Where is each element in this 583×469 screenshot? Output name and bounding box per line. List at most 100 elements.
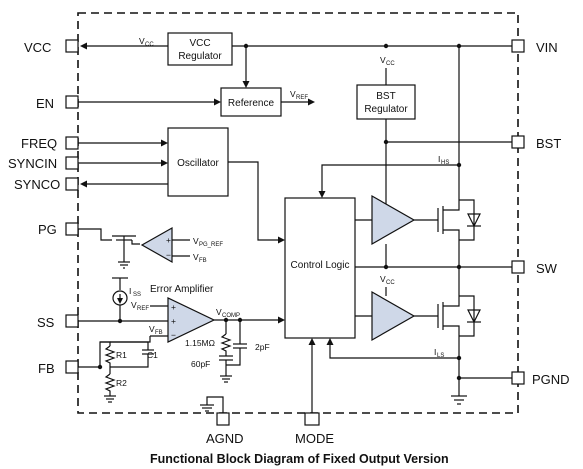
- svg-text:Control Logic: Control Logic: [291, 260, 350, 271]
- vcc-reg-out-label: V CC: [139, 36, 154, 48]
- pin-fb: FB: [38, 360, 79, 376]
- svg-text:Oscillator: Oscillator: [177, 158, 219, 169]
- r2-resistor: [104, 373, 116, 396]
- pin-fb-label: FB: [38, 361, 55, 376]
- svg-text:I: I: [438, 154, 440, 164]
- svg-text:−: −: [166, 250, 171, 260]
- pg-fb-label: V FB: [193, 252, 207, 264]
- svg-text:+: +: [171, 302, 176, 312]
- pin-synco: SYNCO: [14, 177, 79, 192]
- low-side-driver: [371, 290, 416, 342]
- svg-text:V: V: [131, 300, 137, 310]
- vcomp-label: V COMP: [216, 307, 240, 319]
- pin-vin: VIN: [511, 39, 558, 55]
- pg-ref-label: V PG_REF: [193, 236, 223, 248]
- pin-syncin: SYNCIN: [8, 156, 79, 171]
- svg-text:−: −: [171, 330, 176, 340]
- c-comp-label: 60pF: [191, 359, 210, 369]
- svg-text:CC: CC: [386, 61, 395, 67]
- svg-text:V: V: [193, 236, 199, 246]
- high-side-mosfet: [437, 190, 481, 246]
- svg-text:REF: REF: [296, 95, 308, 101]
- svg-text:CC: CC: [386, 280, 395, 286]
- control-logic-block: Control Logic: [284, 197, 356, 339]
- pin-bst-label: BST: [536, 136, 561, 151]
- error-amplifier: [167, 297, 216, 343]
- pin-en: EN: [36, 95, 79, 111]
- svg-text:V: V: [290, 89, 296, 99]
- pin-syncin-label: SYNCIN: [8, 156, 57, 171]
- svg-text:V: V: [380, 55, 386, 65]
- pin-bst: BST: [511, 135, 561, 151]
- error-amplifier-label: Error Amplifier: [150, 284, 214, 295]
- pin-pg-label: PG: [38, 222, 57, 237]
- r-comp-label: 1.15MΩ: [185, 338, 215, 348]
- svg-text:SS: SS: [133, 292, 141, 298]
- pin-mode-label: MODE: [295, 431, 334, 446]
- r1-label: R1: [116, 350, 127, 360]
- svg-text:VCC: VCC: [189, 38, 210, 49]
- bst-regulator-block: BST Regulator: [356, 84, 416, 120]
- svg-text:V: V: [139, 36, 145, 46]
- reference-block: Reference: [220, 87, 282, 117]
- diagram-caption: Functional Block Diagram of Fixed Output…: [150, 452, 449, 466]
- svg-text:V: V: [216, 307, 222, 317]
- comp-resistor: [220, 333, 232, 356]
- pin-ss: SS: [37, 314, 79, 330]
- pin-en-label: EN: [36, 96, 54, 111]
- r2-label: R2: [116, 378, 127, 388]
- pin-agnd-label: AGND: [206, 431, 244, 446]
- pin-mode: MODE: [295, 412, 334, 446]
- pin-sw-label: SW: [536, 261, 558, 276]
- svg-text:Regulator: Regulator: [178, 51, 222, 62]
- pin-agnd: AGND: [206, 412, 244, 446]
- svg-text:FB: FB: [199, 258, 207, 264]
- ils-label: I LS: [434, 347, 444, 359]
- pin-pg: PG: [38, 222, 79, 237]
- pin-pgnd-label: PGND: [532, 372, 570, 387]
- svg-text:I: I: [129, 286, 131, 296]
- ihs-label: I HS: [438, 154, 449, 166]
- vcc-regulator-block: VCC Regulator: [167, 32, 233, 66]
- pgnd-ground-symbol: [451, 395, 467, 405]
- c-hf-label: 2pF: [255, 342, 270, 352]
- svg-text:PG_REF: PG_REF: [199, 242, 223, 248]
- svg-text:BST: BST: [376, 91, 395, 102]
- svg-text:+: +: [171, 316, 176, 326]
- pin-vcc: VCC: [24, 39, 79, 55]
- svg-text:V: V: [193, 252, 199, 262]
- svg-text:REF: REF: [137, 306, 149, 312]
- svg-text:HS: HS: [441, 160, 449, 166]
- svg-text:I: I: [434, 347, 436, 357]
- pin-pgnd: PGND: [511, 371, 570, 387]
- pin-ss-label: SS: [37, 315, 55, 330]
- svg-text:CC: CC: [145, 42, 154, 48]
- pg-comparator: [140, 226, 173, 264]
- svg-text:+: +: [166, 235, 171, 245]
- r1-resistor: [104, 345, 116, 367]
- svg-text:Reference: Reference: [228, 98, 275, 109]
- pg-mosfet: [112, 235, 140, 269]
- oscillator-block: Oscillator: [167, 127, 229, 197]
- svg-text:FB: FB: [155, 330, 163, 336]
- c1-label: C1: [147, 350, 158, 360]
- svg-text:Regulator: Regulator: [364, 104, 408, 115]
- pin-freq-label: FREQ: [21, 136, 57, 151]
- ea-fb-label: V FB: [149, 324, 163, 336]
- iss-label: I SS: [129, 286, 141, 298]
- pin-vcc-label: VCC: [24, 40, 51, 55]
- pin-sw: SW: [511, 260, 558, 276]
- svg-text:V: V: [149, 324, 155, 334]
- svg-text:COMP: COMP: [222, 313, 240, 319]
- svg-text:LS: LS: [437, 353, 444, 359]
- ls-driver-vcc-label: V CC: [380, 274, 395, 286]
- high-side-driver: [371, 194, 416, 246]
- low-side-mosfet: [437, 295, 481, 396]
- pin-freq: FREQ: [21, 136, 79, 151]
- ea-vref-label: V REF: [131, 300, 149, 312]
- pin-vin-label: VIN: [536, 40, 558, 55]
- pin-synco-label: SYNCO: [14, 177, 60, 192]
- bst-reg-vcc-label: V CC: [380, 55, 395, 67]
- vref-output-label: V REF: [290, 89, 308, 101]
